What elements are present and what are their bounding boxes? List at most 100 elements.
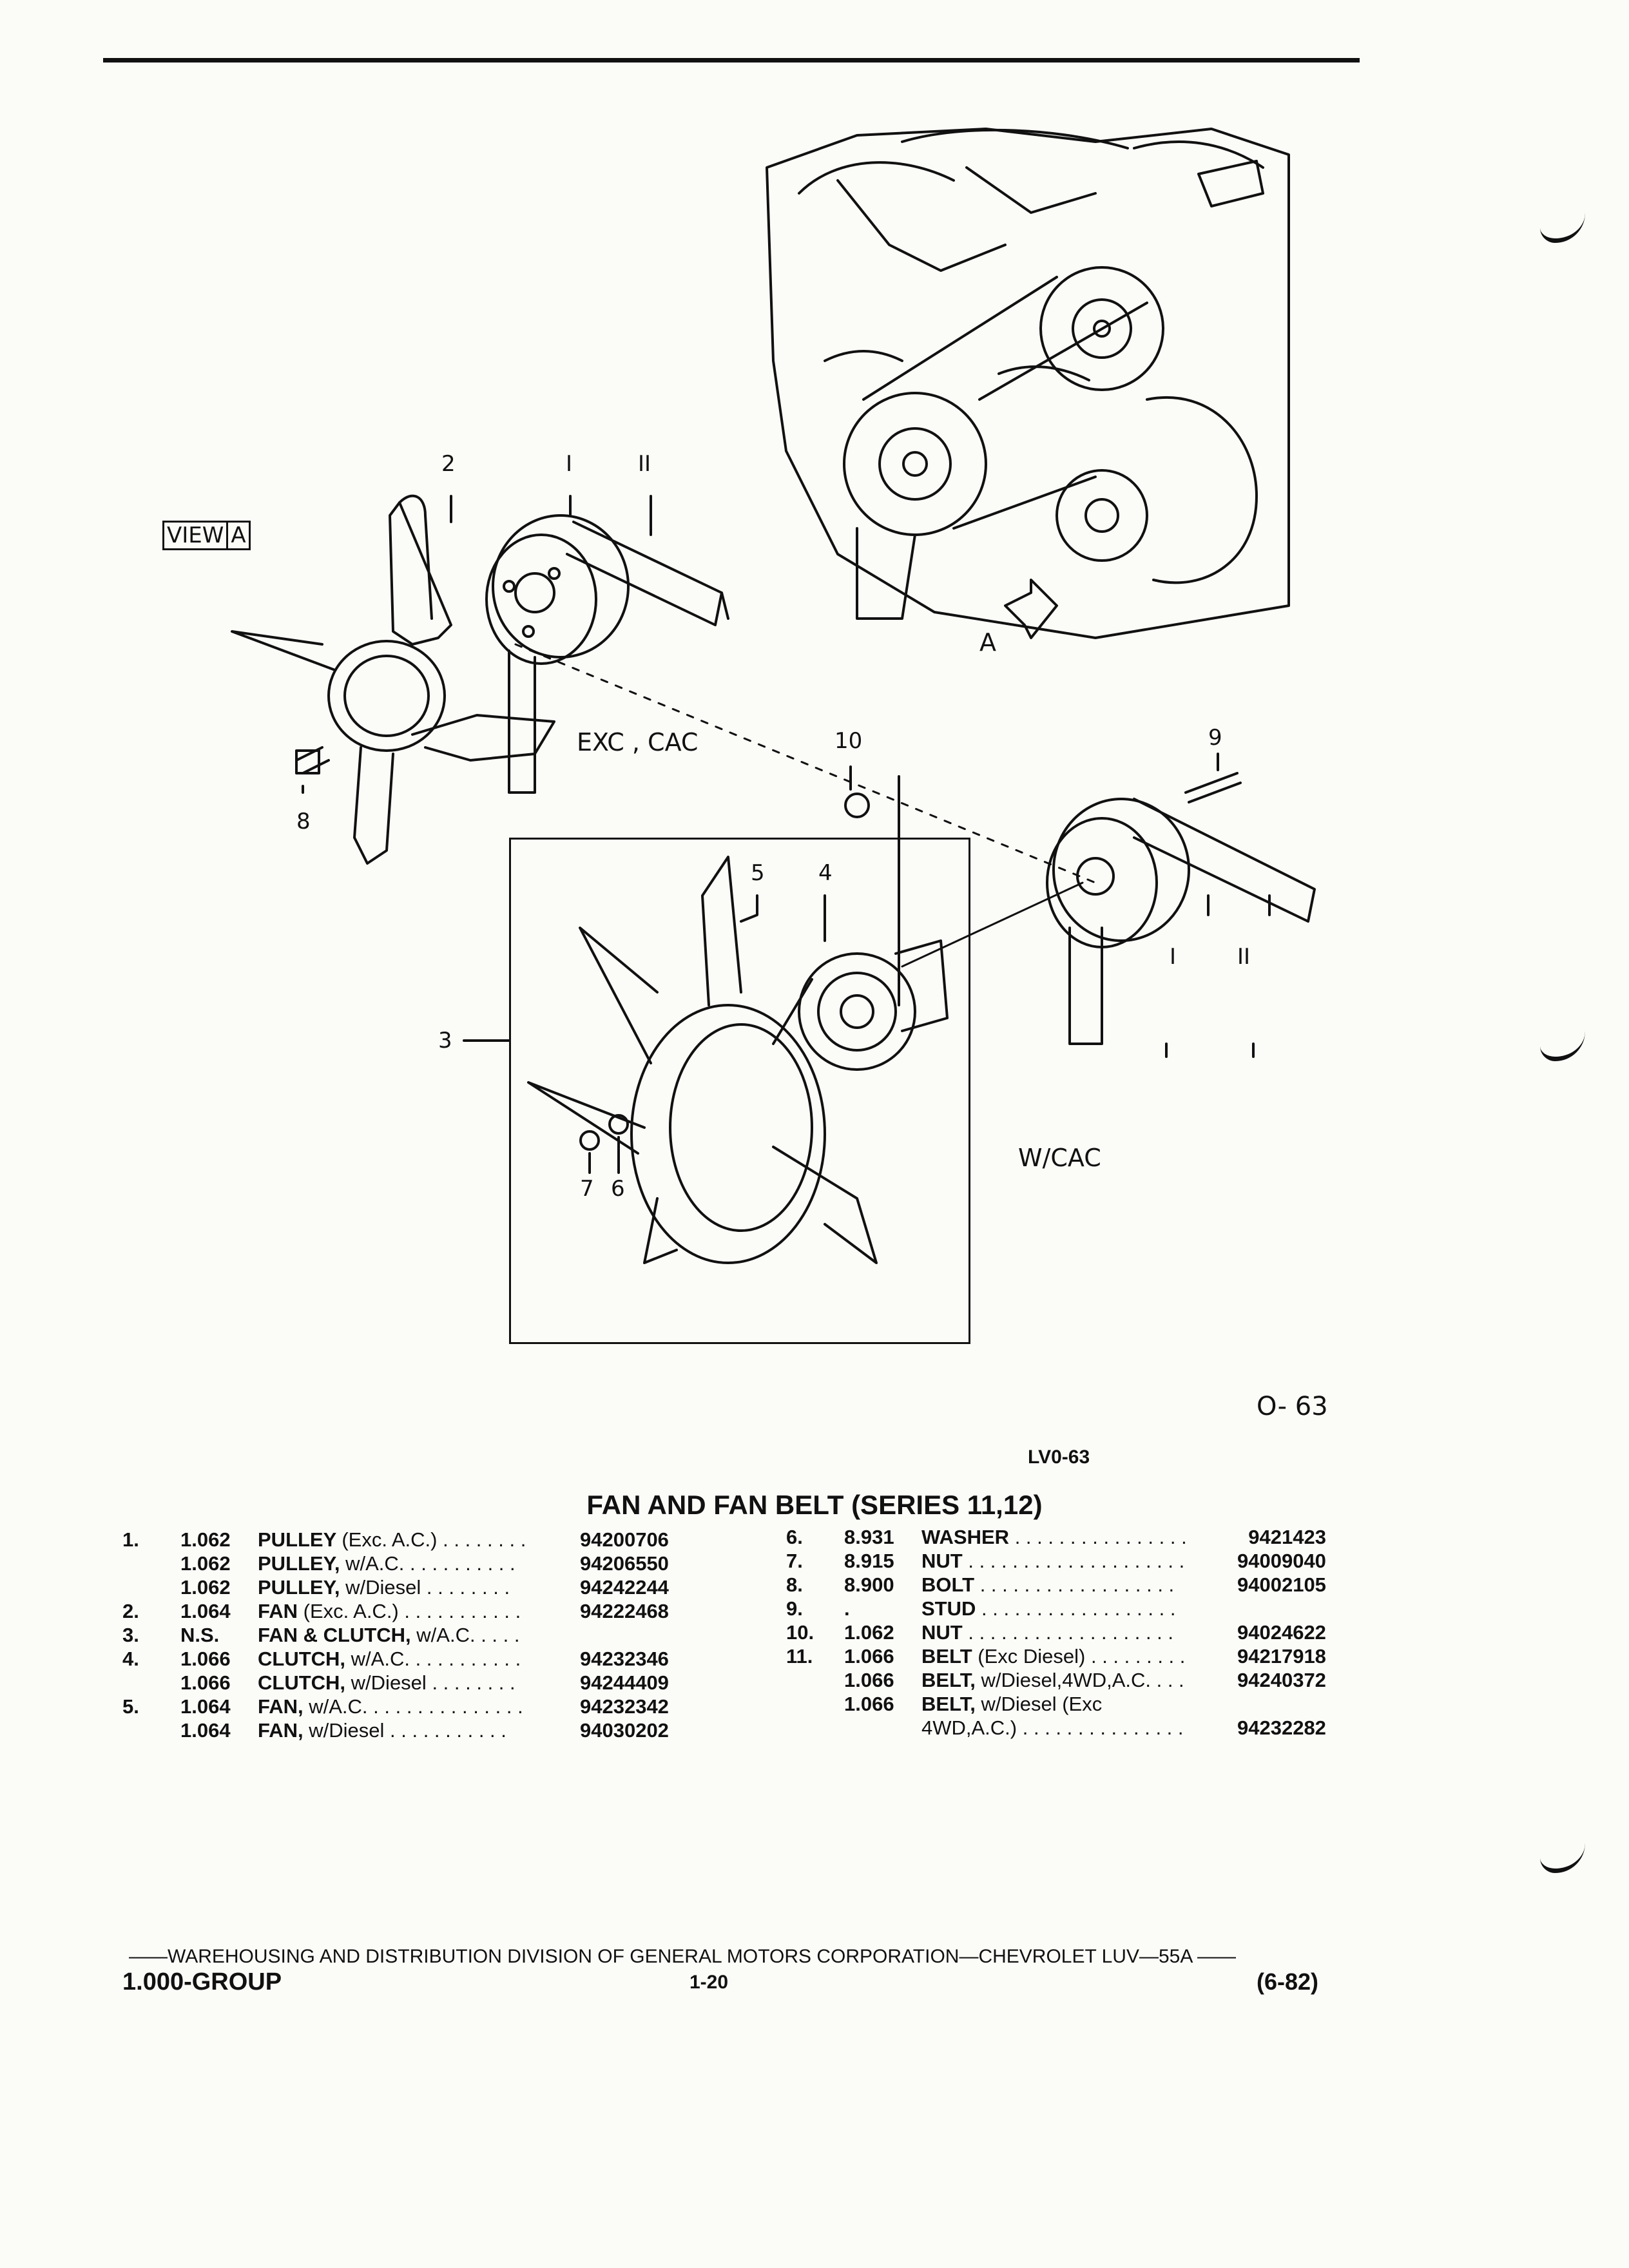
dot-leader: . . . . . . . . . . . . . . . . . . . bbox=[968, 1621, 1174, 1644]
part-description: STUD . . . . . . . . . . . . . . . . . . bbox=[921, 1597, 1237, 1621]
part-number: 94242244 bbox=[580, 1576, 669, 1599]
callout-11-right: II bbox=[1237, 944, 1251, 970]
callout-1-right: I bbox=[1170, 944, 1177, 970]
part-qualifier: w/A.C. bbox=[416, 1624, 476, 1646]
figure-code: LV0-63 bbox=[1028, 1446, 1090, 1468]
dot-leader: . . . . . . . . . . . . . . . . . . . . bbox=[968, 1550, 1185, 1572]
figure-number: O- 63 bbox=[1257, 1392, 1328, 1421]
part-index: 8. bbox=[786, 1573, 803, 1596]
part-row: 4WD,A.C.) . . . . . . . . . . . . . . . … bbox=[786, 1716, 1326, 1740]
part-name: PULLEY bbox=[258, 1528, 336, 1551]
callout-5: 5 bbox=[751, 860, 765, 886]
footer-date: (6-82) bbox=[1257, 1968, 1319, 1995]
binder-mark bbox=[1540, 1843, 1585, 1873]
part-description: FAN & CLUTCH, w/A.C. . . . . bbox=[258, 1624, 580, 1648]
part-description: FAN, w/Diesel . . . . . . . . . . . bbox=[258, 1719, 580, 1743]
part-row: 1.064 FAN, w/Diesel . . . . . . . . . . .… bbox=[122, 1719, 669, 1743]
part-index: 9. bbox=[786, 1597, 803, 1620]
part-number bbox=[580, 1624, 669, 1648]
part-number bbox=[1237, 1693, 1326, 1716]
footer-group: 1.000-GROUP bbox=[122, 1968, 282, 1995]
part-index: 10. bbox=[786, 1621, 815, 1644]
part-group-code: N.S. bbox=[180, 1624, 220, 1646]
binder-mark bbox=[1540, 213, 1585, 243]
part-name: FAN, bbox=[258, 1719, 304, 1742]
part-group-code: 1.066 bbox=[844, 1669, 894, 1691]
part-description: PULLEY (Exc. A.C.) . . . . . . . . bbox=[258, 1528, 580, 1552]
part-name: FAN & CLUTCH, bbox=[258, 1624, 411, 1646]
part-group-code: 1.064 bbox=[180, 1695, 231, 1718]
part-index bbox=[786, 1669, 844, 1693]
part-description: 4WD,A.C.) . . . . . . . . . . . . . . . bbox=[921, 1716, 1237, 1740]
part-group-code: 1.062 bbox=[180, 1576, 231, 1599]
part-group-code: 1.064 bbox=[180, 1719, 231, 1742]
exc-cac-label: EXC , CAC bbox=[577, 728, 699, 756]
view-label-letter: A bbox=[226, 523, 246, 548]
part-group-code: 1.062 bbox=[180, 1528, 231, 1551]
part-description: BELT, w/Diesel,4WD,A.C. . . . bbox=[921, 1669, 1237, 1693]
part-group-code: 1.064 bbox=[180, 1600, 231, 1622]
part-name: CLUTCH, bbox=[258, 1671, 346, 1694]
callout-3: 3 bbox=[438, 1028, 452, 1053]
dot-leader: . . . . . . . . . . . bbox=[398, 1600, 521, 1622]
part-qualifier: w/A.C. bbox=[309, 1695, 368, 1718]
dot-leader: . . . . . . . . . . . . . . . . . . bbox=[979, 1573, 1175, 1596]
part-qualifier: w/Diesel,4WD,A.C. bbox=[981, 1669, 1151, 1691]
part-index: 4. bbox=[122, 1648, 139, 1670]
dot-leader: . . . . bbox=[475, 1624, 520, 1646]
part-row: 9..STUD . . . . . . . . . . . . . . . . … bbox=[786, 1597, 1326, 1621]
part-row: 1.062 PULLEY, w/Diesel . . . . . . . . 94… bbox=[122, 1576, 669, 1600]
part-group-code: 1.066 bbox=[180, 1671, 231, 1694]
part-description: FAN, w/A.C. . . . . . . . . . . . . . . bbox=[258, 1695, 580, 1719]
part-index bbox=[122, 1671, 180, 1695]
dot-leader: . . . . . . . . . . . . . . . . bbox=[1014, 1526, 1187, 1548]
part-index bbox=[122, 1552, 180, 1576]
dot-leader: . . . . . . . . . . . . . . bbox=[367, 1695, 523, 1718]
part-name: BELT, bbox=[921, 1669, 976, 1691]
engine-arrow-label: A bbox=[979, 628, 996, 657]
part-description: PULLEY, w/Diesel . . . . . . . . bbox=[258, 1576, 580, 1600]
part-name: BELT bbox=[921, 1645, 972, 1667]
part-number: 94222468 bbox=[580, 1600, 669, 1622]
dot-leader: . . . . . . . . . . . bbox=[384, 1719, 506, 1742]
part-group-code: 8.931 bbox=[844, 1526, 894, 1548]
dot-leader: . . . bbox=[1150, 1669, 1184, 1691]
part-index: 2. bbox=[122, 1600, 139, 1622]
part-description: WASHER . . . . . . . . . . . . . . . . bbox=[921, 1526, 1237, 1550]
w-cac-label: W/CAC bbox=[1018, 1144, 1101, 1172]
part-qualifier: 4WD,A.C.) bbox=[921, 1716, 1017, 1739]
callout-2: 2 bbox=[441, 451, 456, 477]
callout-8: 8 bbox=[296, 809, 311, 834]
part-name: PULLEY, bbox=[258, 1552, 340, 1575]
dot-leader: . . . . . . . . bbox=[437, 1528, 526, 1551]
part-description: CLUTCH, w/A.C. . . . . . . . . . . bbox=[258, 1648, 580, 1671]
dot-leader: . . . . . . . . bbox=[426, 1671, 516, 1694]
fan-exc-cac bbox=[231, 494, 555, 865]
part-group-code: 1.062 bbox=[180, 1552, 231, 1575]
callout-1-top: I bbox=[566, 451, 573, 477]
part-index: 1. bbox=[122, 1528, 139, 1551]
view-label-text: VIEW bbox=[167, 523, 224, 548]
part-number: 94244409 bbox=[580, 1671, 669, 1694]
fan-with-clutch bbox=[527, 856, 949, 1264]
part-qualifier: (Exc. A.C.) bbox=[342, 1528, 438, 1551]
dot-leader: . . . . . . . . . . bbox=[409, 1648, 521, 1670]
callout-4: 4 bbox=[818, 860, 833, 886]
dot-leader: . . . . . . . . . . . . . . . . . . bbox=[981, 1597, 1176, 1620]
part-number: 9421423 bbox=[1248, 1526, 1326, 1548]
part-number: 94030202 bbox=[580, 1719, 669, 1742]
callout-6: 6 bbox=[611, 1176, 625, 1202]
part-number: 94232342 bbox=[580, 1695, 669, 1718]
part-number: 94002105 bbox=[1237, 1573, 1326, 1596]
